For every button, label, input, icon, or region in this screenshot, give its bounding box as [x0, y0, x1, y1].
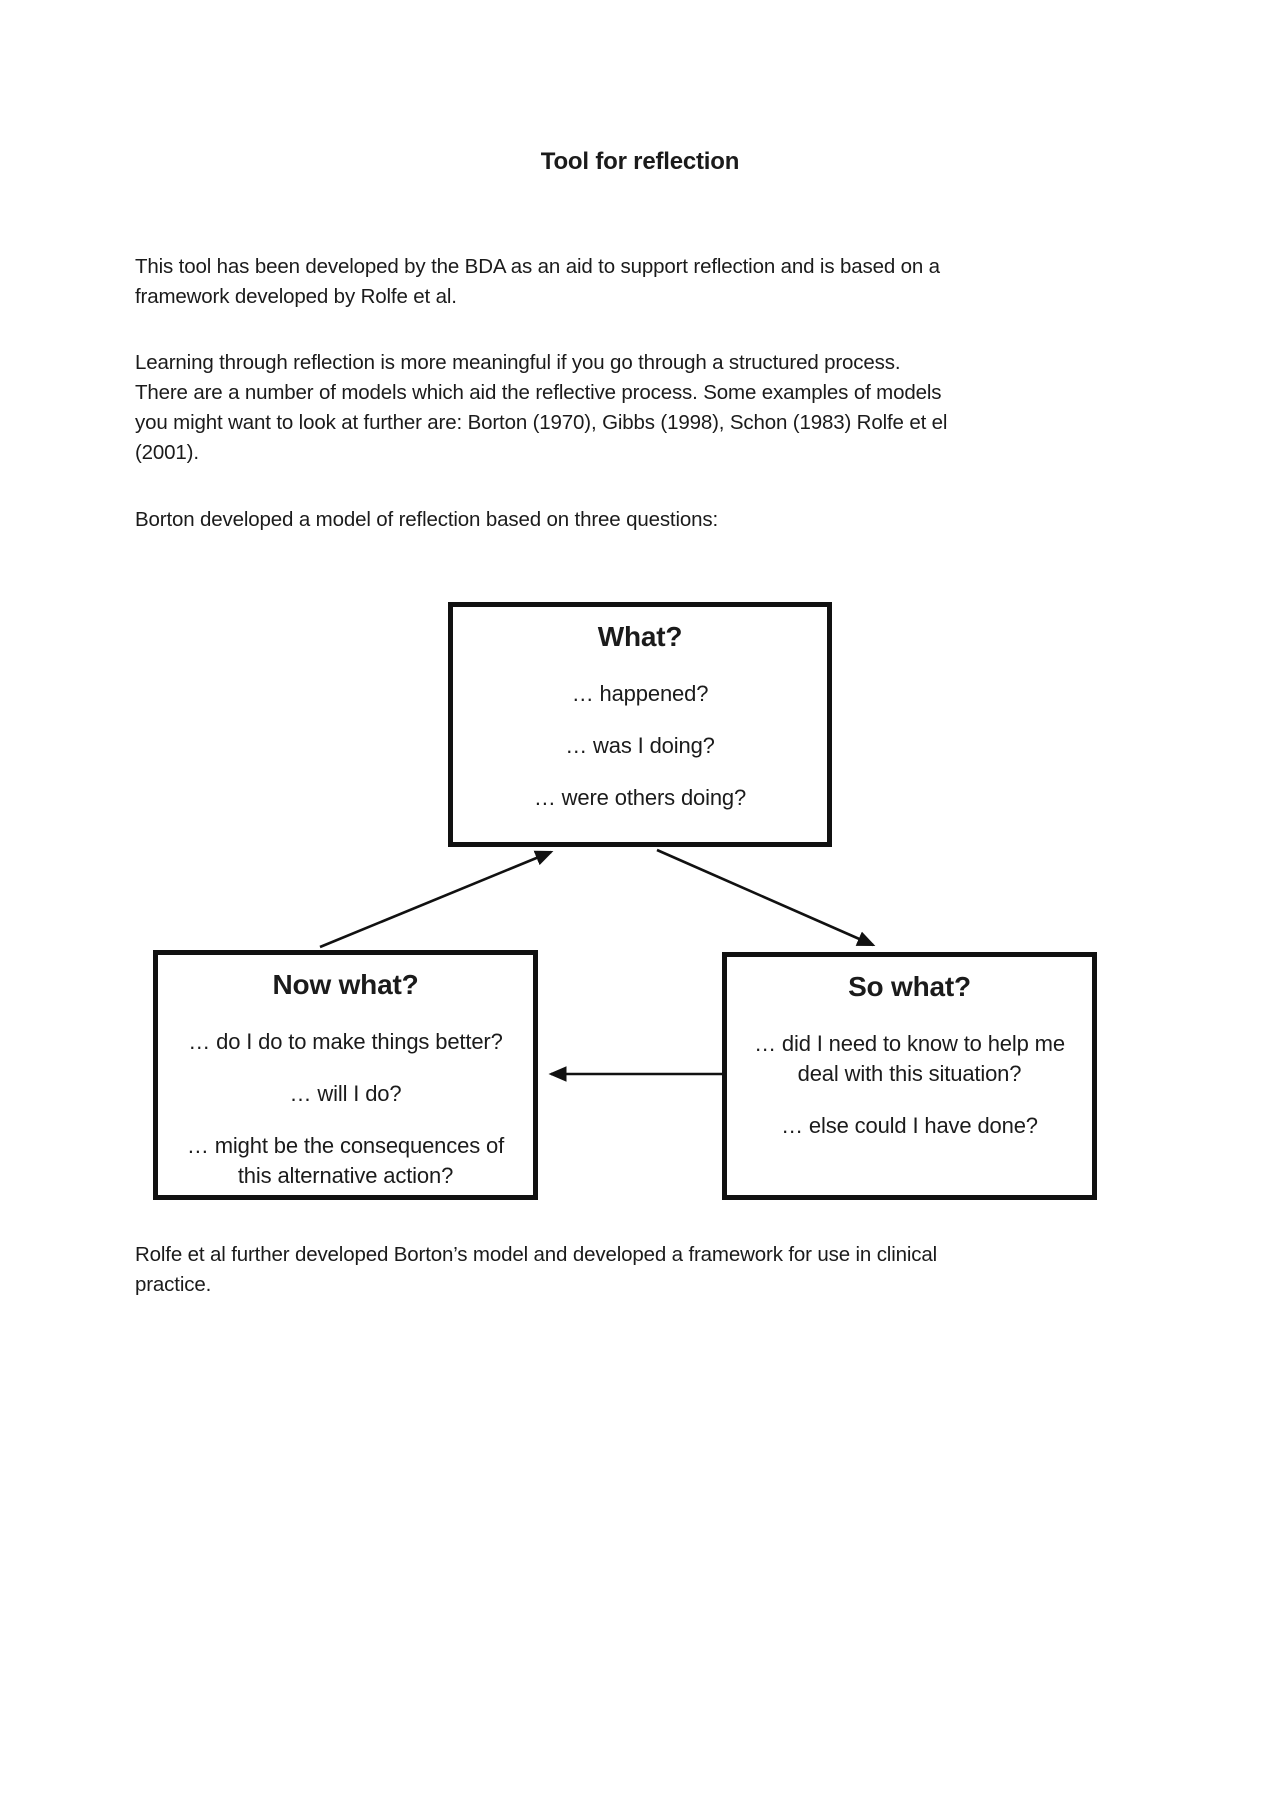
- now-what-box-title: Now what?: [272, 969, 419, 1000]
- what-box-item: … were others doing?: [533, 785, 747, 810]
- so-what-box: So what? … did I need to know to help me…: [722, 952, 1097, 1200]
- now-what-box: Now what? … do I do to make things bette…: [153, 950, 538, 1200]
- so-what-box-title: So what?: [848, 971, 971, 1002]
- now-what-box-item: … might be the consequences of this alte…: [186, 1133, 505, 1188]
- what-box-item: … happened?: [571, 681, 709, 706]
- paragraph-learning: Learning through reflection is more mean…: [135, 351, 948, 464]
- so-what-box-item: … did I need to know to help me deal wit…: [754, 1031, 1065, 1086]
- paragraph-intro: This tool has been developed by the BDA …: [135, 255, 940, 308]
- arrow-what-to-sowhat: [656, 848, 876, 947]
- so-what-box-item: … else could I have done?: [781, 1113, 1038, 1138]
- what-box: What? … happened? … was I doing? … were …: [448, 602, 832, 847]
- paragraph-rolfe: Rolfe et al further developed Borton’s m…: [135, 1243, 938, 1296]
- now-what-box-item: … do I do to make things better?: [188, 1029, 503, 1054]
- page-title: Tool for reflection: [540, 148, 740, 175]
- paragraph-borton: Borton developed a model of reflection b…: [135, 508, 719, 531]
- what-box-item: … was I doing?: [565, 733, 715, 758]
- what-box-title: What?: [597, 621, 683, 652]
- now-what-box-item: … will I do?: [289, 1081, 402, 1106]
- arrow-nowwhat-to-what: [319, 850, 554, 949]
